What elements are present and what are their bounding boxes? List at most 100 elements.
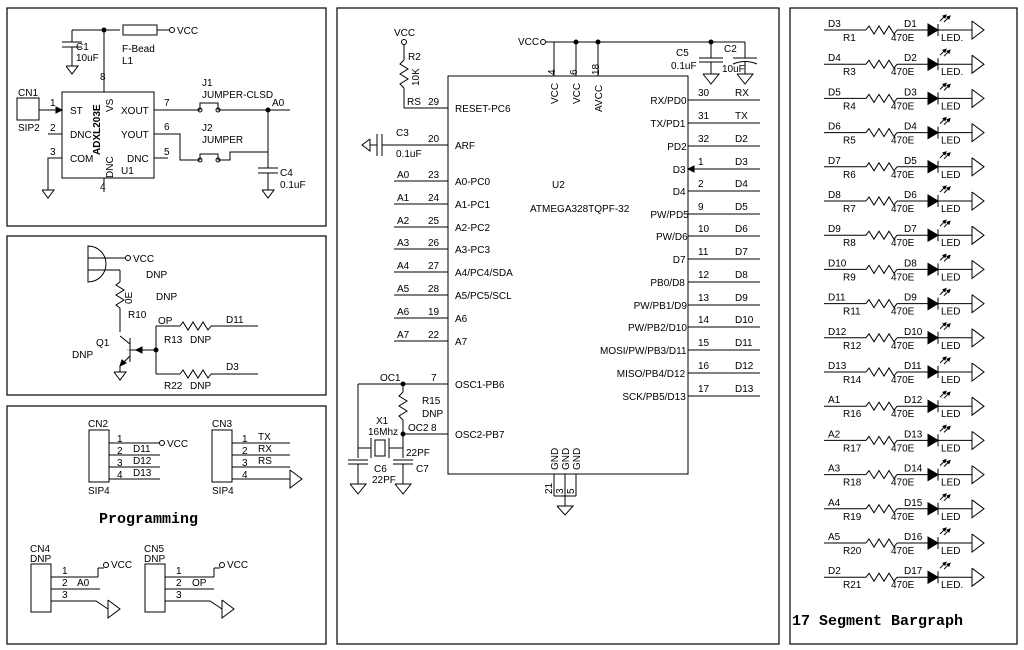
svg-text:C7: C7 [416, 464, 429, 475]
svg-text:R13: R13 [164, 335, 183, 346]
bargraph-led-label: LED. [941, 580, 963, 591]
jumper-j1[interactable] [199, 102, 219, 110]
r13-resistor [179, 321, 212, 331]
svg-text:C5: C5 [676, 48, 689, 59]
cn5-net: OP [192, 578, 207, 589]
led-icon [927, 194, 939, 208]
bargraph-resistor [865, 572, 898, 583]
bargraph-resistor-ref: R17 [843, 443, 862, 454]
cn2-net: D11 [133, 444, 151, 455]
buzzer-icon [87, 245, 107, 283]
cn2-connector[interactable] [88, 429, 110, 483]
mcu-left-net: A5 [397, 284, 410, 295]
mcu-left-pin-number: 20 [428, 134, 440, 145]
mcu-left-pin-name: A7 [455, 337, 468, 348]
j2-label: J2 [202, 123, 213, 134]
cn1-connector[interactable] [16, 97, 40, 121]
mcu-left-pin-number: 19 [428, 307, 440, 318]
bargraph-resistor-ref: R21 [843, 580, 862, 591]
cn2-net: D12 [133, 456, 152, 467]
mcu-left-pin-number: 27 [428, 261, 440, 272]
mcu-right-net: D3 [735, 157, 748, 168]
mcu-right-pin-name: SCK/PB5/D13 [622, 392, 686, 403]
bargraph-net: D13 [828, 361, 847, 372]
mcu-left-pin-name: A5/PC5/SCL [455, 291, 512, 302]
bargraph-resistor-value: 470E [891, 307, 915, 318]
bargraph-resistor [865, 367, 898, 377]
bargraph-led-label: LED [941, 272, 960, 283]
bargraph-resistor-value: 470E [891, 512, 915, 523]
svg-text:3: 3 [50, 147, 56, 158]
bargraph-resistor-ref: R1 [843, 33, 856, 44]
mcu-left-pin-name: A3-PC3 [455, 245, 490, 256]
svg-text:5: 5 [164, 147, 170, 158]
bargraph-net: A1 [828, 395, 841, 406]
bargraph-resistor-value: 470E [891, 341, 915, 352]
led-icon [927, 570, 939, 585]
svg-text:VCC: VCC [133, 254, 154, 265]
mcu-left-net: A0 [397, 170, 410, 181]
bargraph-led-label: LED [941, 512, 960, 523]
svg-text:C3: C3 [396, 128, 409, 139]
bargraph-resistor [865, 127, 898, 138]
bargraph-led-ref: D3 [904, 87, 917, 98]
bargraph-led-label: LED [941, 170, 960, 181]
mcu-right-net: D4 [735, 179, 748, 190]
cn3-connector[interactable] [211, 429, 233, 483]
bargraph-resistor-ref: R19 [843, 512, 862, 523]
bargraph-resistor-value: 470E [891, 443, 915, 454]
mcu-right-pin-number: 1 [698, 157, 704, 168]
mcu-right-pin-number: 32 [698, 134, 710, 145]
led-icon [927, 330, 939, 345]
cn3-pin-number: 1 [242, 434, 248, 445]
bargraph-led-label: LED [941, 546, 960, 557]
bargraph-net: D3 [828, 19, 841, 30]
programming-panel [6, 405, 327, 645]
bargraph-resistor [865, 161, 898, 172]
svg-text:DNP: DNP [72, 350, 93, 361]
svg-text:CN5: CN5 [144, 544, 164, 555]
svg-text:VCC: VCC [394, 28, 415, 39]
bargraph-resistor [865, 25, 898, 35]
svg-text:DNP: DNP [30, 554, 51, 565]
bargraph-resistor-ref: R3 [843, 67, 856, 78]
bargraph-resistor [865, 264, 898, 275]
bargraph-led-ref: D16 [904, 532, 923, 543]
mcu-right-pin-name: D3 [673, 165, 686, 176]
mcu-left-net: A2 [397, 216, 410, 227]
jumper-j2[interactable] [199, 153, 219, 160]
bargraph-resistor-ref: R9 [843, 272, 856, 283]
cn2-label: CN2 [88, 419, 108, 430]
svg-text:22PF: 22PF [406, 448, 430, 459]
cn4-connector[interactable] [30, 563, 52, 613]
c1-value: 10uF [76, 53, 99, 64]
led-icon [927, 228, 939, 243]
svg-text:10K: 10K [411, 68, 422, 86]
mcu-right-net: D13 [735, 384, 754, 395]
svg-text:SIP4: SIP4 [88, 486, 110, 497]
cn3-label: CN3 [212, 419, 232, 430]
bargraph-resistor-value: 470E [891, 204, 915, 215]
mcu-right-pin-name: PB0/D8 [650, 278, 685, 289]
bargraph-resistor-ref: R18 [843, 478, 862, 489]
mcu-left-pin-name: ARF [455, 141, 475, 152]
mcu-right-net: D9 [735, 293, 748, 304]
bargraph-led-ref: D17 [904, 566, 923, 577]
led-icon [927, 365, 939, 379]
cn5-connector[interactable] [144, 563, 166, 613]
bargraph-led-label: LED [941, 307, 960, 318]
bargraph-net: D4 [828, 53, 841, 64]
mcu-right-pin-name: TX/PD1 [650, 119, 685, 130]
mcu-left-net: OC2 [408, 423, 429, 434]
mcu-right-pin-number: 9 [698, 202, 704, 213]
bargraph-net: D10 [828, 258, 847, 269]
mcu-right-pin-number: 31 [698, 111, 710, 122]
svg-text:COM: COM [70, 154, 93, 165]
bargraph-led-ref: D2 [904, 53, 917, 64]
cn3-net: RX [258, 444, 272, 455]
bargraph-resistor [865, 401, 898, 412]
